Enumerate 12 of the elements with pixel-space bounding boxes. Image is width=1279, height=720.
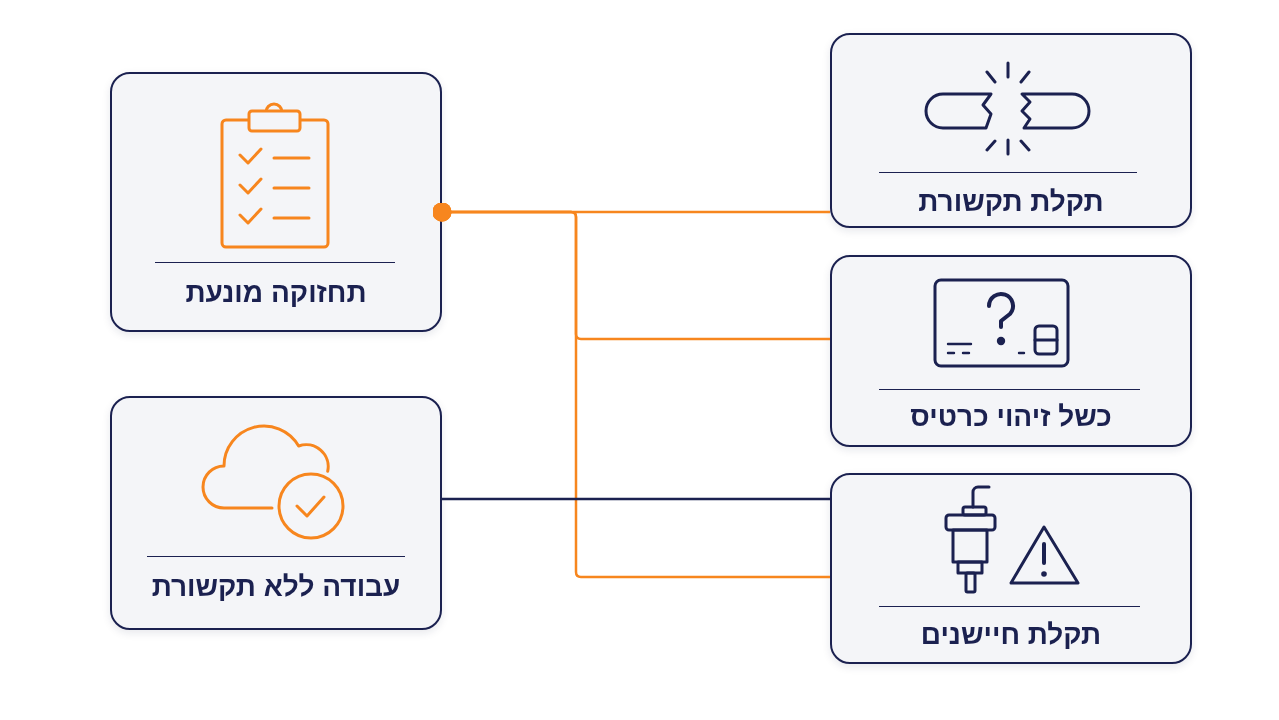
box-title: תחזוקה מונעת — [185, 276, 367, 308]
connector-line — [442, 497, 830, 501]
card — [830, 473, 1192, 664]
card — [830, 255, 1192, 447]
card — [110, 72, 442, 332]
connector-line — [432, 202, 830, 579]
box-title: תקלת תקשורת — [918, 185, 1104, 217]
box-title: תקלת חיישנים — [920, 618, 1102, 650]
box-title: עבודה ללא תקשורת — [151, 570, 401, 602]
card — [110, 396, 442, 630]
card — [830, 33, 1192, 228]
box-title: כשל זיהוי כרטיס — [910, 400, 1112, 432]
